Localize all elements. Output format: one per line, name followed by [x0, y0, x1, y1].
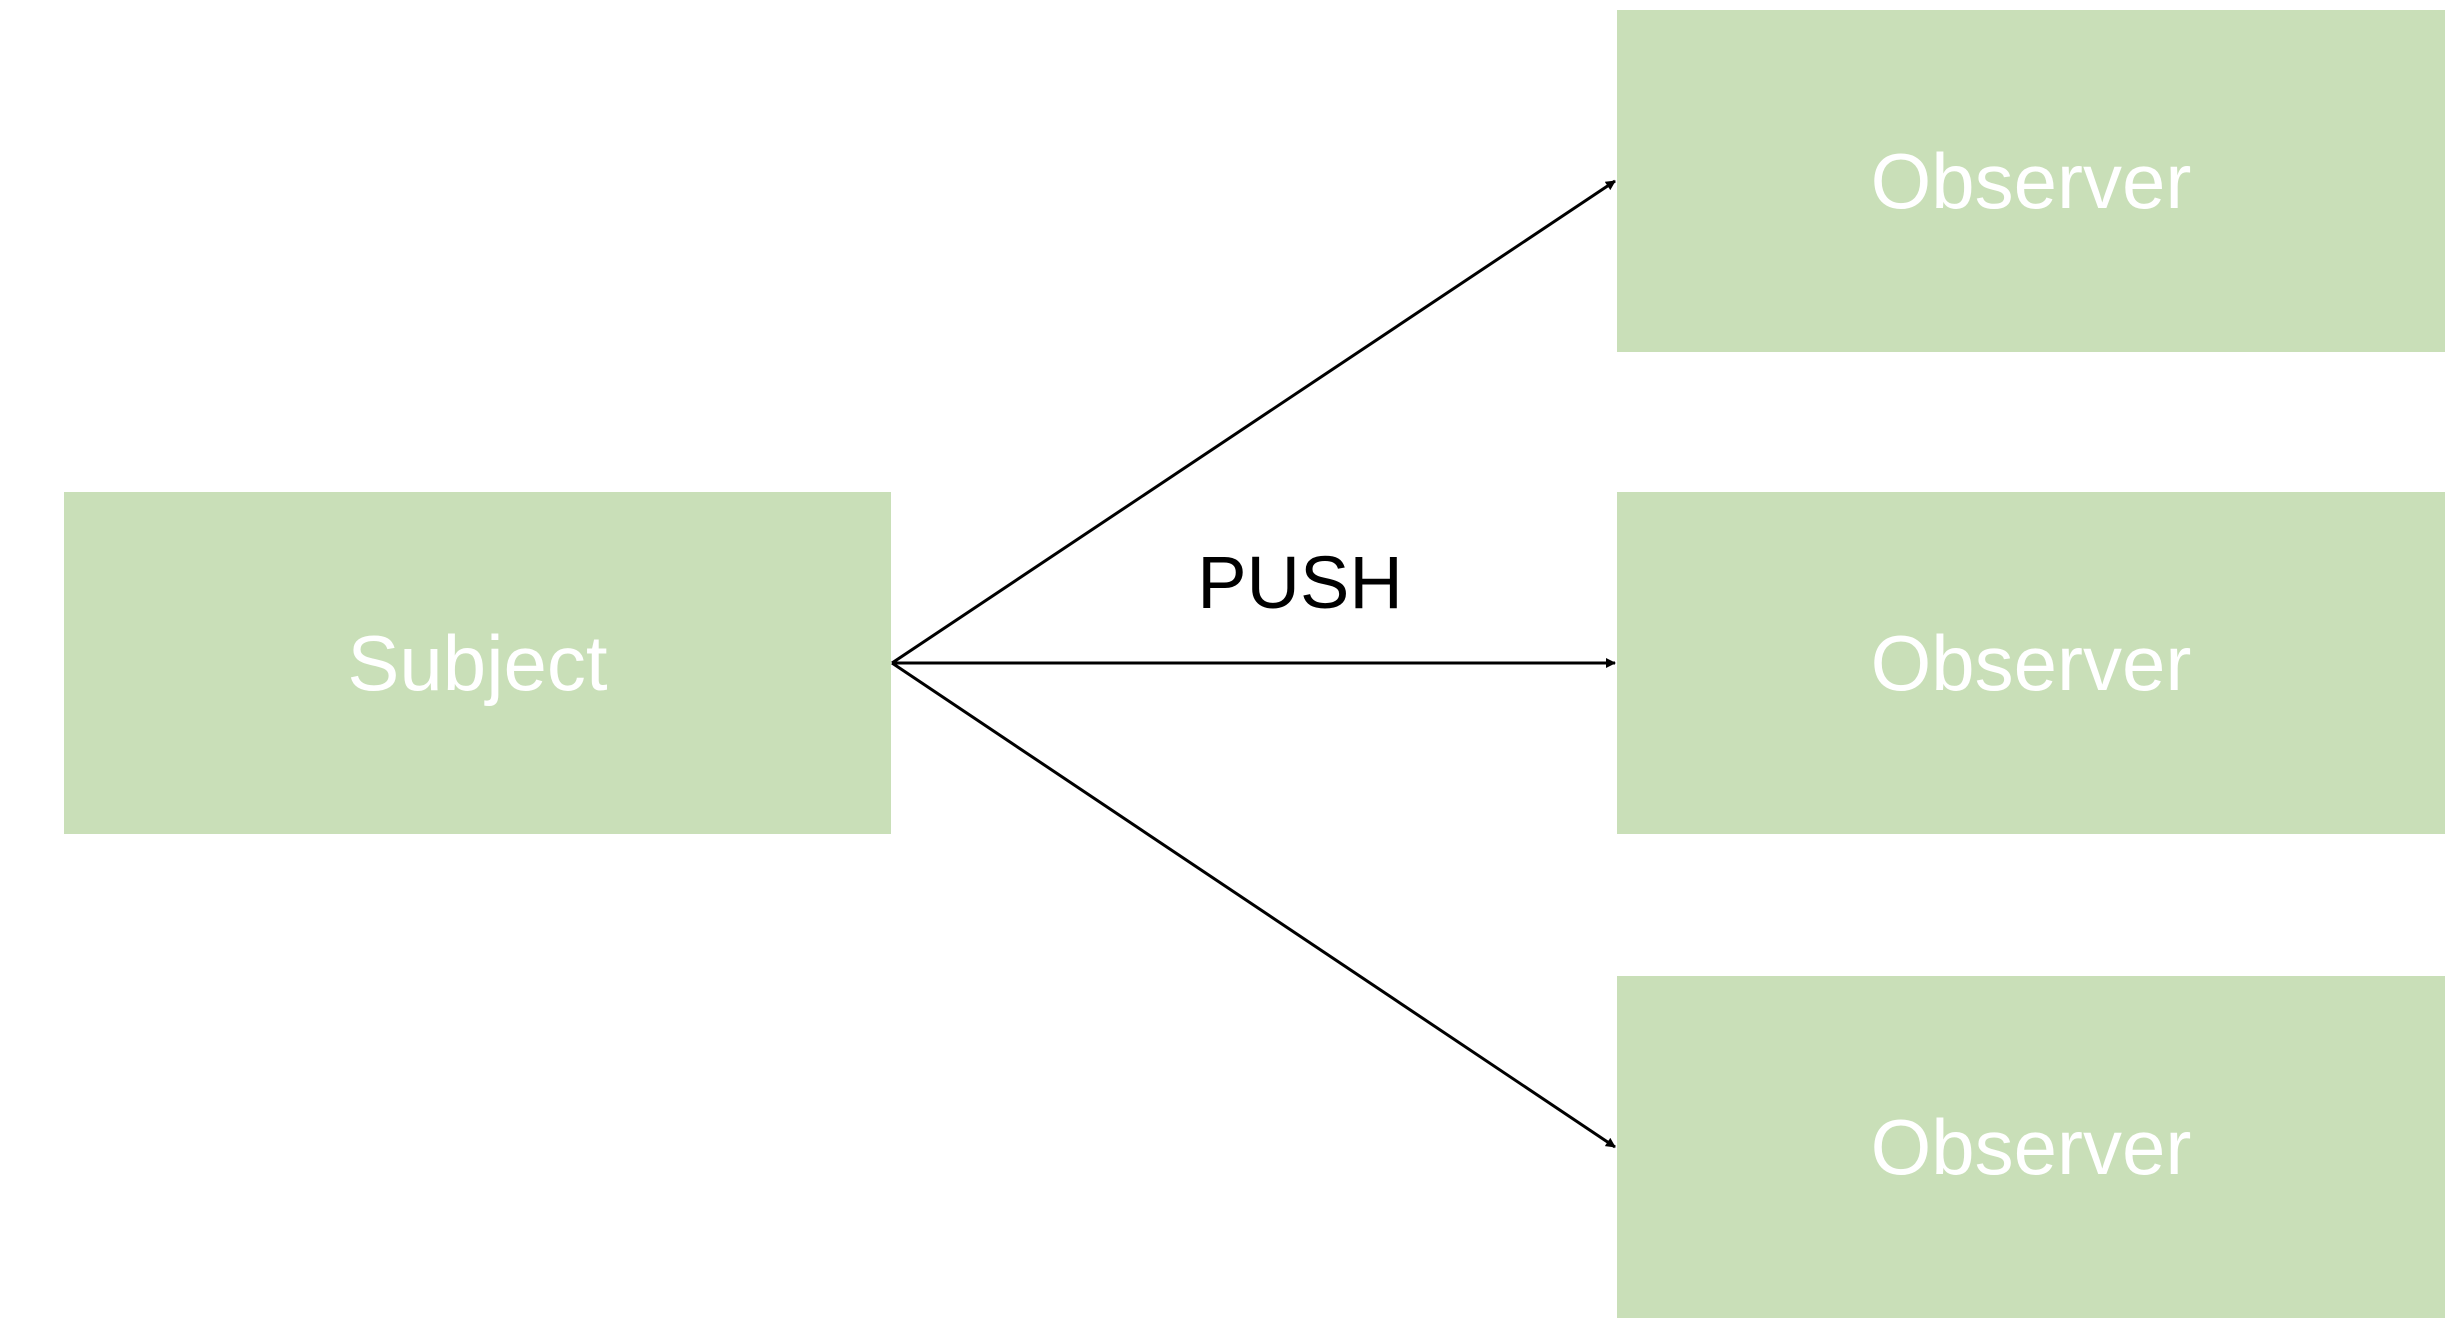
- observer-box-1: Observer: [1617, 10, 2445, 352]
- observer-label: Observer: [1870, 136, 2192, 225]
- push-label: PUSH: [1197, 541, 1403, 624]
- arrow-to-observer-1: [891, 179, 1616, 665]
- observer-box-2: Observer: [1617, 492, 2445, 834]
- observer-label: Observer: [1870, 1102, 2192, 1191]
- subject-box: Subject: [64, 492, 891, 834]
- arrow-to-observer-3: [891, 661, 1616, 1149]
- observer-box-3: Observer: [1617, 976, 2445, 1318]
- subject-label: Subject: [347, 618, 608, 707]
- observer-label: Observer: [1870, 618, 2192, 707]
